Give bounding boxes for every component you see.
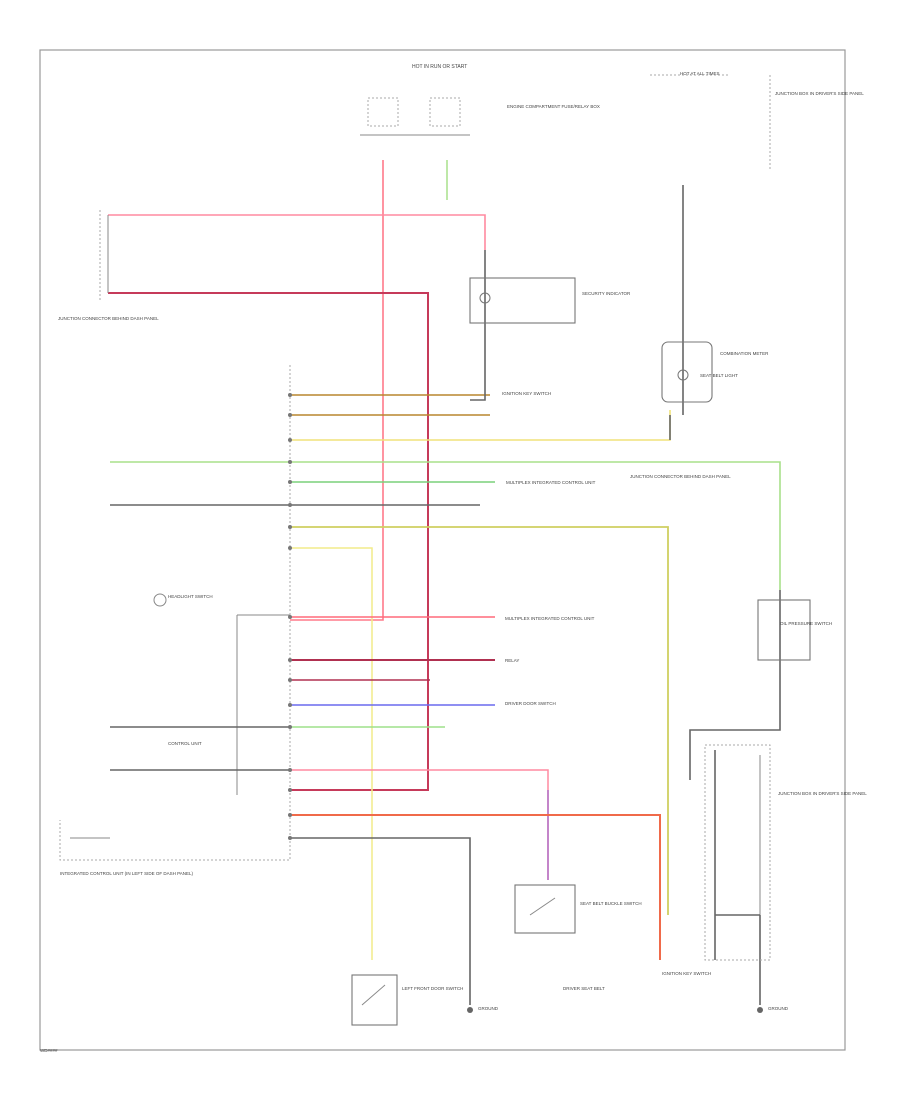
diagram-code: WD#### bbox=[40, 1048, 58, 1053]
label-ground-right: GROUND bbox=[768, 1006, 789, 1011]
wire-pink-top bbox=[108, 214, 486, 250]
label-integrated-control-unit: INTEGRATED CONTROL UNIT (IN LEFT SIDE OF… bbox=[60, 871, 194, 876]
label-exterior-lights: RELAY bbox=[505, 658, 519, 663]
wire-oil-pressure bbox=[689, 590, 781, 780]
wire-pink-buckle bbox=[290, 769, 549, 880]
meter-bulb-icon bbox=[677, 369, 689, 381]
label-driver-seat-belt: DRIVER SEAT BELT bbox=[563, 986, 605, 991]
switch-contact-icon bbox=[529, 897, 556, 916]
diagram-frame bbox=[39, 49, 846, 1051]
wire-olive bbox=[290, 526, 669, 915]
label-engine-compartment: ENGINE COMPARTMENT FUSE/RELAY BOX bbox=[507, 104, 600, 109]
wire-yellow-down bbox=[290, 547, 373, 960]
control-unit-outline bbox=[59, 365, 291, 861]
wire-darkred-left bbox=[108, 292, 429, 791]
label-junction-right: JUNCTION BOX IN DRIVER'S SIDE PANEL bbox=[778, 791, 867, 796]
label-junction-left: JUNCTION CONNECTOR BEHIND DASH PANEL bbox=[58, 316, 159, 321]
wire-black-ground bbox=[290, 837, 471, 1005]
combination-meter-box bbox=[661, 341, 713, 403]
label-security-indicator: SECURITY INDICATOR bbox=[582, 291, 631, 296]
label-multiplex: MULTIPLEX INTEGRATED CONTROL UNIT bbox=[506, 480, 596, 485]
fuse-box-2 bbox=[429, 97, 461, 127]
label-hot-in-run: HOT IN RUN OR START bbox=[412, 64, 467, 70]
label-security-control: CONTROL UNIT bbox=[168, 741, 202, 746]
label-oil-pressure-switch: OIL PRESSURE SWITCH bbox=[780, 621, 832, 626]
connector-pins bbox=[288, 393, 292, 840]
ground-right-icon bbox=[757, 1007, 763, 1013]
label-junction-top-right: JUNCTION BOX IN DRIVER'S SIDE PANEL bbox=[775, 91, 864, 96]
label-ignition-key-switch: IGNITION KEY SWITCH bbox=[502, 391, 551, 396]
wire-black-indicator bbox=[470, 250, 486, 401]
door-switch-contact-icon bbox=[361, 984, 386, 1006]
fuse-box-1 bbox=[367, 97, 399, 127]
headlight-switch-icon bbox=[153, 593, 167, 607]
label-combination-meter: COMBINATION METER bbox=[720, 351, 769, 356]
label-seat-belt-buckle: SEAT BELT BUCKLE SWITCH bbox=[580, 901, 642, 906]
seat-belt-buckle-switch-box bbox=[514, 884, 576, 934]
label-left-front-door: LEFT FRONT DOOR SWITCH bbox=[402, 986, 463, 991]
oil-pressure-switch-box bbox=[757, 599, 811, 661]
label-ground-left: GROUND bbox=[478, 1006, 499, 1011]
indicator-bulb-icon bbox=[479, 292, 491, 304]
label-seat-belt-light: SEAT BELT LIGHT bbox=[700, 373, 738, 378]
label-junction-mid: JUNCTION CONNECTOR BEHIND DASH PANEL bbox=[630, 474, 731, 479]
left-front-door-switch-box bbox=[351, 974, 398, 1026]
security-indicator-box bbox=[469, 277, 576, 324]
label-driver-door-switch: DRIVER DOOR SWITCH bbox=[505, 701, 556, 706]
label-relay-control: MULTIPLEX INTEGRATED CONTROL UNIT bbox=[505, 616, 595, 621]
wire-green-long bbox=[110, 461, 781, 590]
label-ignition-bottom: IGNITION KEY SWITCH bbox=[662, 971, 711, 976]
wire-red-main bbox=[290, 160, 384, 621]
wire-orange bbox=[290, 814, 661, 960]
relay-box bbox=[704, 744, 771, 961]
ground-left-icon bbox=[467, 1007, 473, 1013]
label-hot-at-all-times: HOT AT ALL TIMES bbox=[680, 71, 720, 76]
label-headlight-switch: HEADLIGHT SWITCH bbox=[168, 594, 213, 599]
